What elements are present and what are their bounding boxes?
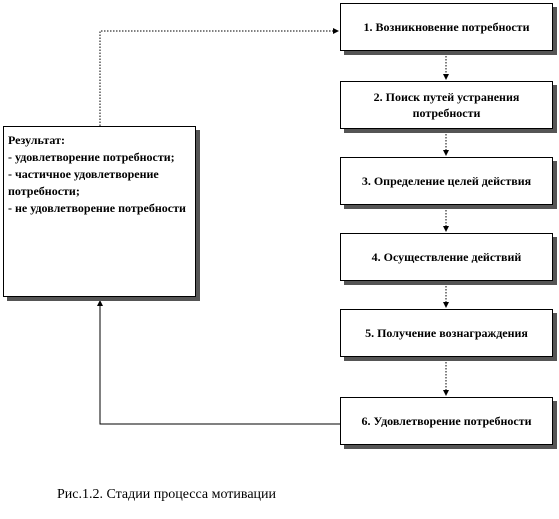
result-title: Результат: — [8, 133, 66, 147]
stage-6-label: 6. Удовлетворение потребности — [361, 414, 532, 428]
stage-1-label: 1. Возникновение потребности — [363, 20, 530, 34]
stage-2-box: 2. Поиск путей устранения потребности — [340, 81, 553, 129]
arrow-6-to-result — [97, 300, 340, 425]
stage-6-box: 6. Удовлетворение потребности — [340, 397, 553, 445]
arrow-result-to-1 — [99, 28, 339, 126]
result-item-none: - не удовлетворение потребности — [8, 201, 186, 215]
stage-4-box: 4. Осуществление действий — [340, 233, 553, 281]
result-box: Результат: - удовлетворение потребности;… — [3, 126, 196, 297]
result-item-partial: - частичное удовлетворение потребности; — [8, 167, 159, 198]
stage-3-box: 3. Определение целей действия — [340, 157, 553, 205]
stage-2-label: 2. Поиск путей устранения потребности — [373, 90, 520, 120]
result-item-full: - удовлетворение потребности; — [8, 150, 175, 164]
stage-5-label: 5. Получение вознаграждения — [365, 326, 528, 340]
stage-3-label: 3. Определение целей действия — [361, 174, 532, 188]
figure-caption: Рис.1.2. Стадии процесса мотивации — [57, 487, 277, 502]
stage-1-box: 1. Возникновение потребности — [340, 3, 553, 51]
stage-5-box: 5. Получение вознаграждения — [340, 309, 553, 357]
stage-4-label: 4. Осуществление действий — [371, 250, 522, 264]
